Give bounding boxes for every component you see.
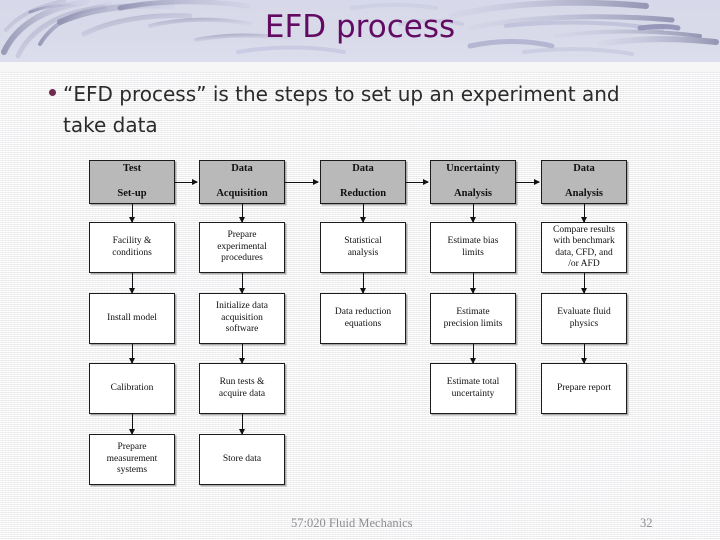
flow-step-label: Initialize data acquisition software [216, 301, 268, 335]
flow-arrow-h-2 [285, 178, 319, 185]
flow-arrow-v-c2-r4 [239, 414, 245, 435]
flow-step-label: Estimate bias limits [447, 236, 499, 258]
flow-header-line2: Set-up [117, 188, 147, 200]
flow-step-estimate-bias-limits: Estimate bias limits [430, 222, 516, 273]
flow-arrow-v-c5-r1 [581, 204, 587, 223]
flow-arrow-v-c3-r2 [360, 273, 366, 294]
flow-step-estimate-precision-limits: Estimate precision limits [430, 293, 516, 344]
flow-header-test-setup: Test Set-up [89, 160, 175, 204]
flow-step-label: Install model [107, 312, 157, 323]
flow-step-prepare-measurement-systems: Prepare measurement systems [89, 434, 175, 485]
flow-step-label: Evaluate fluid physics [557, 307, 611, 329]
flow-arrow-v-c1-r1 [129, 204, 135, 223]
flow-step-prepare-report: Prepare report [541, 363, 627, 414]
flow-step-data-reduction-equations: Data reduction equations [320, 293, 406, 344]
bullet-dot-icon [49, 89, 56, 96]
flow-step-evaluate-fluid-physics: Evaluate fluid physics [541, 293, 627, 344]
flow-arrow-v-c4-r1 [470, 204, 476, 223]
flow-arrow-h-4 [516, 178, 540, 185]
flow-step-label: Compare results with benchmark data, CFD… [552, 224, 615, 270]
flow-arrow-v-c1-r2 [129, 273, 135, 294]
title-banner [0, 0, 720, 66]
bullet-list: “EFD process” is the steps to set up an … [49, 79, 689, 141]
flow-header-line1: Data [352, 163, 374, 175]
flow-step-label: Calibration [110, 382, 154, 393]
flow-step-label: Prepare measurement systems [106, 442, 158, 476]
flow-arrow-v-c5-r3 [581, 344, 587, 364]
flow-step-label: Prepare report [556, 382, 612, 393]
flow-step-install-model: Install model [89, 293, 175, 344]
flow-header-data-analysis: Data Analysis [541, 160, 627, 204]
banner-bottom-fill [0, 62, 720, 72]
flow-arrow-v-c4-r3 [470, 344, 476, 364]
flow-header-line2: Reduction [339, 188, 387, 200]
flow-header-line2: Analysis [454, 188, 492, 200]
footer-course-label: 57:020 Fluid Mechanics [291, 516, 413, 530]
flow-header-data-reduction: Data Reduction [320, 160, 406, 204]
flow-arrow-v-c2-r1 [239, 204, 245, 223]
list-item: “EFD process” is the steps to set up an … [49, 79, 689, 141]
flow-arrow-h-1 [175, 178, 198, 185]
flow-arrow-v-c2-r2 [239, 273, 245, 294]
flow-step-label: Statistical analysis [344, 236, 382, 258]
flow-step-label: Store data [222, 453, 262, 464]
flow-step-facility-conditions: Facility & conditions [89, 222, 175, 273]
page-title: EFD process [264, 9, 456, 45]
flow-arrow-h-3 [406, 178, 429, 185]
flow-arrow-v-c4-r2 [470, 273, 476, 294]
flow-step-label: Data reduction equations [334, 307, 392, 329]
flow-header-line1: Data [573, 163, 595, 175]
bullet-text: “EFD process” is the steps to set up an … [63, 82, 620, 137]
flow-arrow-v-c1-r4 [129, 414, 135, 435]
flow-step-store-data: Store data [199, 434, 285, 485]
flow-header-line1: Uncertainty [446, 163, 500, 175]
flow-arrow-v-c1-r3 [129, 344, 135, 364]
flow-step-calibration: Calibration [89, 363, 175, 414]
flow-step-label: Estimate total uncertainty [446, 377, 500, 399]
flow-step-estimate-total-uncertainty: Estimate total uncertainty [430, 363, 516, 414]
flow-step-prepare-experimental-procedures: Prepare experimental procedures [199, 222, 285, 273]
flow-header-line2: Acquisition [216, 188, 268, 200]
flow-step-label: Run tests & acquire data [218, 377, 266, 399]
flow-step-compare-results-benchmark: Compare results with benchmark data, CFD… [541, 222, 627, 273]
flow-header-data-acquisition: Data Acquisition [199, 160, 285, 204]
flow-arrow-v-c2-r3 [239, 344, 245, 364]
flow-step-statistical-analysis: Statistical analysis [320, 222, 406, 273]
flow-step-label: Facility & conditions [112, 236, 152, 258]
flow-step-run-tests-acquire-data: Run tests & acquire data [199, 363, 285, 414]
flow-step-initialize-daq-software: Initialize data acquisition software [199, 293, 285, 344]
flow-header-line2: Analysis [565, 188, 603, 200]
flow-step-label: Prepare experimental procedures [217, 230, 267, 264]
flow-arrow-v-c5-r2 [581, 273, 587, 294]
flow-arrow-v-c3-r1 [360, 204, 366, 223]
flow-header-uncertainty-analysis: Uncertainty Analysis [430, 160, 516, 204]
flow-step-label: Estimate precision limits [443, 307, 503, 329]
flow-header-line1: Test [122, 163, 142, 175]
footer-page-number: 32 [640, 516, 653, 530]
banner-swirl-decoration [1, 0, 719, 59]
flow-header-line1: Data [231, 163, 253, 175]
